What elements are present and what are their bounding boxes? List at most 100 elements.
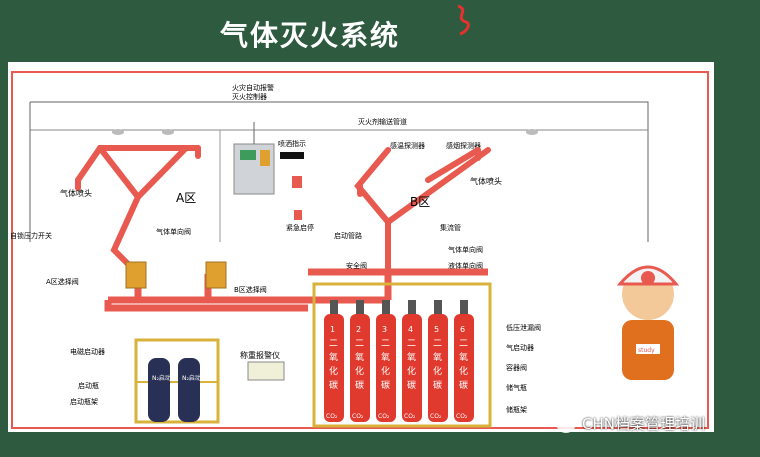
- co2-label-char: 化: [381, 365, 390, 377]
- label-emergency-stop: 紧急启停: [286, 223, 314, 232]
- label-manifold: 集流管: [440, 223, 461, 232]
- system-diagram: 火灾自动报警 灭火控制器 灭火剂输送管道 喷洒指示 紧急启停 感温探测器 感烟探…: [10, 71, 709, 429]
- cylinder-number: 2: [356, 325, 361, 334]
- co2-cylinder: [350, 314, 370, 422]
- controller-screen: [240, 150, 256, 160]
- label-check-valve-liquid: 液体单向阀: [448, 261, 483, 270]
- co2-label-char: 碳: [355, 379, 364, 391]
- co2-label-char: 氧: [459, 351, 468, 363]
- label-zone-a-valve: A区选择阀: [46, 277, 79, 286]
- co2-label-char: 碳: [381, 379, 390, 391]
- label-controller-2: 灭火控制器: [232, 92, 267, 101]
- label-start-bottle: 启动瓶: [78, 381, 99, 390]
- outer-frame: [11, 71, 709, 429]
- label-spray-indicator: 喷洒指示: [278, 139, 306, 148]
- label-weighing-alarm: 称重报警仪: [240, 350, 280, 360]
- co2-label-char: 化: [407, 365, 416, 377]
- label-nozzle-right: 气体喷头: [470, 176, 502, 186]
- spray-indicator-lamp: [280, 152, 304, 159]
- cylinder-number: 4: [408, 325, 413, 334]
- co2-text: CO₂: [404, 413, 416, 420]
- co2-text: CO₂: [326, 413, 338, 420]
- label-pipe-network: 灭火剂输送管道: [358, 117, 407, 126]
- room-outline: [30, 101, 649, 242]
- container-valve-icon: [434, 300, 442, 314]
- n2-bottle-text: N₂启动瓶: [152, 374, 177, 382]
- co2-label-char: 氧: [407, 351, 416, 363]
- zone-a-pipes: [75, 145, 201, 277]
- zone-b-selector-valve: [205, 261, 227, 289]
- cylinder-number: 6: [460, 325, 465, 334]
- label-gas-cylinder: 储气瓶: [506, 383, 527, 392]
- co2-text: CO₂: [352, 413, 364, 420]
- page-title: 气体灭火系统: [219, 19, 400, 52]
- container-valve-icon: [356, 300, 364, 314]
- alarm-bell-icon: [292, 176, 302, 188]
- co2-label-char: 碳: [329, 379, 338, 391]
- co2-label-char: 碳: [407, 379, 416, 391]
- n2-start-bottle: [148, 358, 170, 422]
- co2-label-char: 化: [329, 365, 338, 377]
- wechat-icon: [556, 413, 576, 433]
- co2-label-char: 二: [381, 339, 390, 349]
- label-container-valve: 容器阀: [506, 363, 527, 372]
- label-cylinder-rack: 储瓶架: [506, 405, 527, 414]
- co2-label-char: 化: [433, 365, 442, 377]
- co2-label-char: 氧: [381, 351, 390, 363]
- co2-label-char: 二: [329, 339, 338, 349]
- label-zone-a: A区: [176, 191, 196, 205]
- co2-label-char: 氧: [433, 351, 442, 363]
- container-valve-icon: [460, 300, 468, 314]
- label-nozzle-left: 气体喷头: [60, 188, 92, 198]
- label-gas-starter: 气启动器: [506, 343, 534, 352]
- watermark-text: CHN档案管理培训: [582, 414, 705, 433]
- decorative-swirl-icon: [457, 4, 470, 36]
- container-valve-icon: [382, 300, 390, 314]
- label-low-pressure-leak-valve: 低压泄漏阀: [506, 323, 541, 332]
- cylinder-number: 1: [330, 325, 335, 334]
- co2-label-char: 二: [355, 339, 364, 349]
- label-safety-valve: 安全阀: [346, 261, 367, 270]
- co2-cylinder: [428, 314, 448, 422]
- co2-label-char: 二: [433, 339, 442, 349]
- label-check-valve-gas: 气体单向阀: [448, 245, 483, 254]
- system-diagram-board: 火灾自动报警 灭火控制器 灭火剂输送管道 喷洒指示 紧急启停 感温探测器 感烟探…: [8, 62, 714, 432]
- co2-text: CO₂: [456, 413, 468, 420]
- main-pipe: [104, 268, 488, 312]
- co2-text: CO₂: [378, 413, 390, 420]
- cylinder-number: 3: [382, 325, 387, 334]
- firefighter-mascot: study: [599, 265, 680, 380]
- label-solenoid-starter: 电磁启动器: [70, 347, 105, 356]
- label-controller-1: 火灾自动报警: [232, 83, 274, 92]
- co2-cylinder: [376, 314, 396, 422]
- co2-cylinder: [402, 314, 422, 422]
- co2-label-char: 氧: [355, 351, 364, 363]
- container-valve-icon: [408, 300, 416, 314]
- container-valve-icon: [330, 300, 338, 314]
- label-zone-b: B区: [410, 195, 430, 209]
- co2-cylinders: 1二氧化碳CO₂2二氧化碳CO₂3二氧化碳CO₂4二氧化碳CO₂5二氧化碳CO₂…: [324, 300, 474, 422]
- co2-text: CO₂: [430, 413, 442, 420]
- cylinder-number: 5: [434, 325, 439, 334]
- co2-label-char: 碳: [459, 379, 468, 391]
- ceiling-detector-icon: [112, 129, 124, 135]
- label-check-valve-top: 气体单向阀: [156, 227, 191, 236]
- label-start-pipe: 启动管路: [334, 231, 362, 240]
- label-detector-heat: 感烟探测器: [446, 141, 481, 150]
- emergency-stop-button: [294, 210, 302, 220]
- ceiling-detector-icon: [162, 129, 174, 135]
- co2-label-char: 氧: [329, 351, 338, 363]
- ceiling-detector-icon: [526, 129, 538, 135]
- label-zone-b-valve: B区选择阀: [234, 285, 267, 294]
- co2-label-char: 化: [355, 365, 364, 377]
- co2-label-char: 二: [407, 339, 416, 349]
- label-start-bottle-rack: 启动瓶架: [70, 397, 98, 406]
- co2-label-char: 化: [459, 365, 468, 377]
- co2-cylinder: [324, 314, 344, 422]
- cylinder-rack: [312, 282, 492, 428]
- mascot-badge: study: [638, 347, 655, 354]
- n2-bottle-text: N₂启动瓶: [182, 374, 207, 382]
- zone-b-pipes: [354, 147, 491, 277]
- weighing-alarm-device: [247, 361, 285, 381]
- watermark: CHN档案管理培训: [556, 410, 756, 436]
